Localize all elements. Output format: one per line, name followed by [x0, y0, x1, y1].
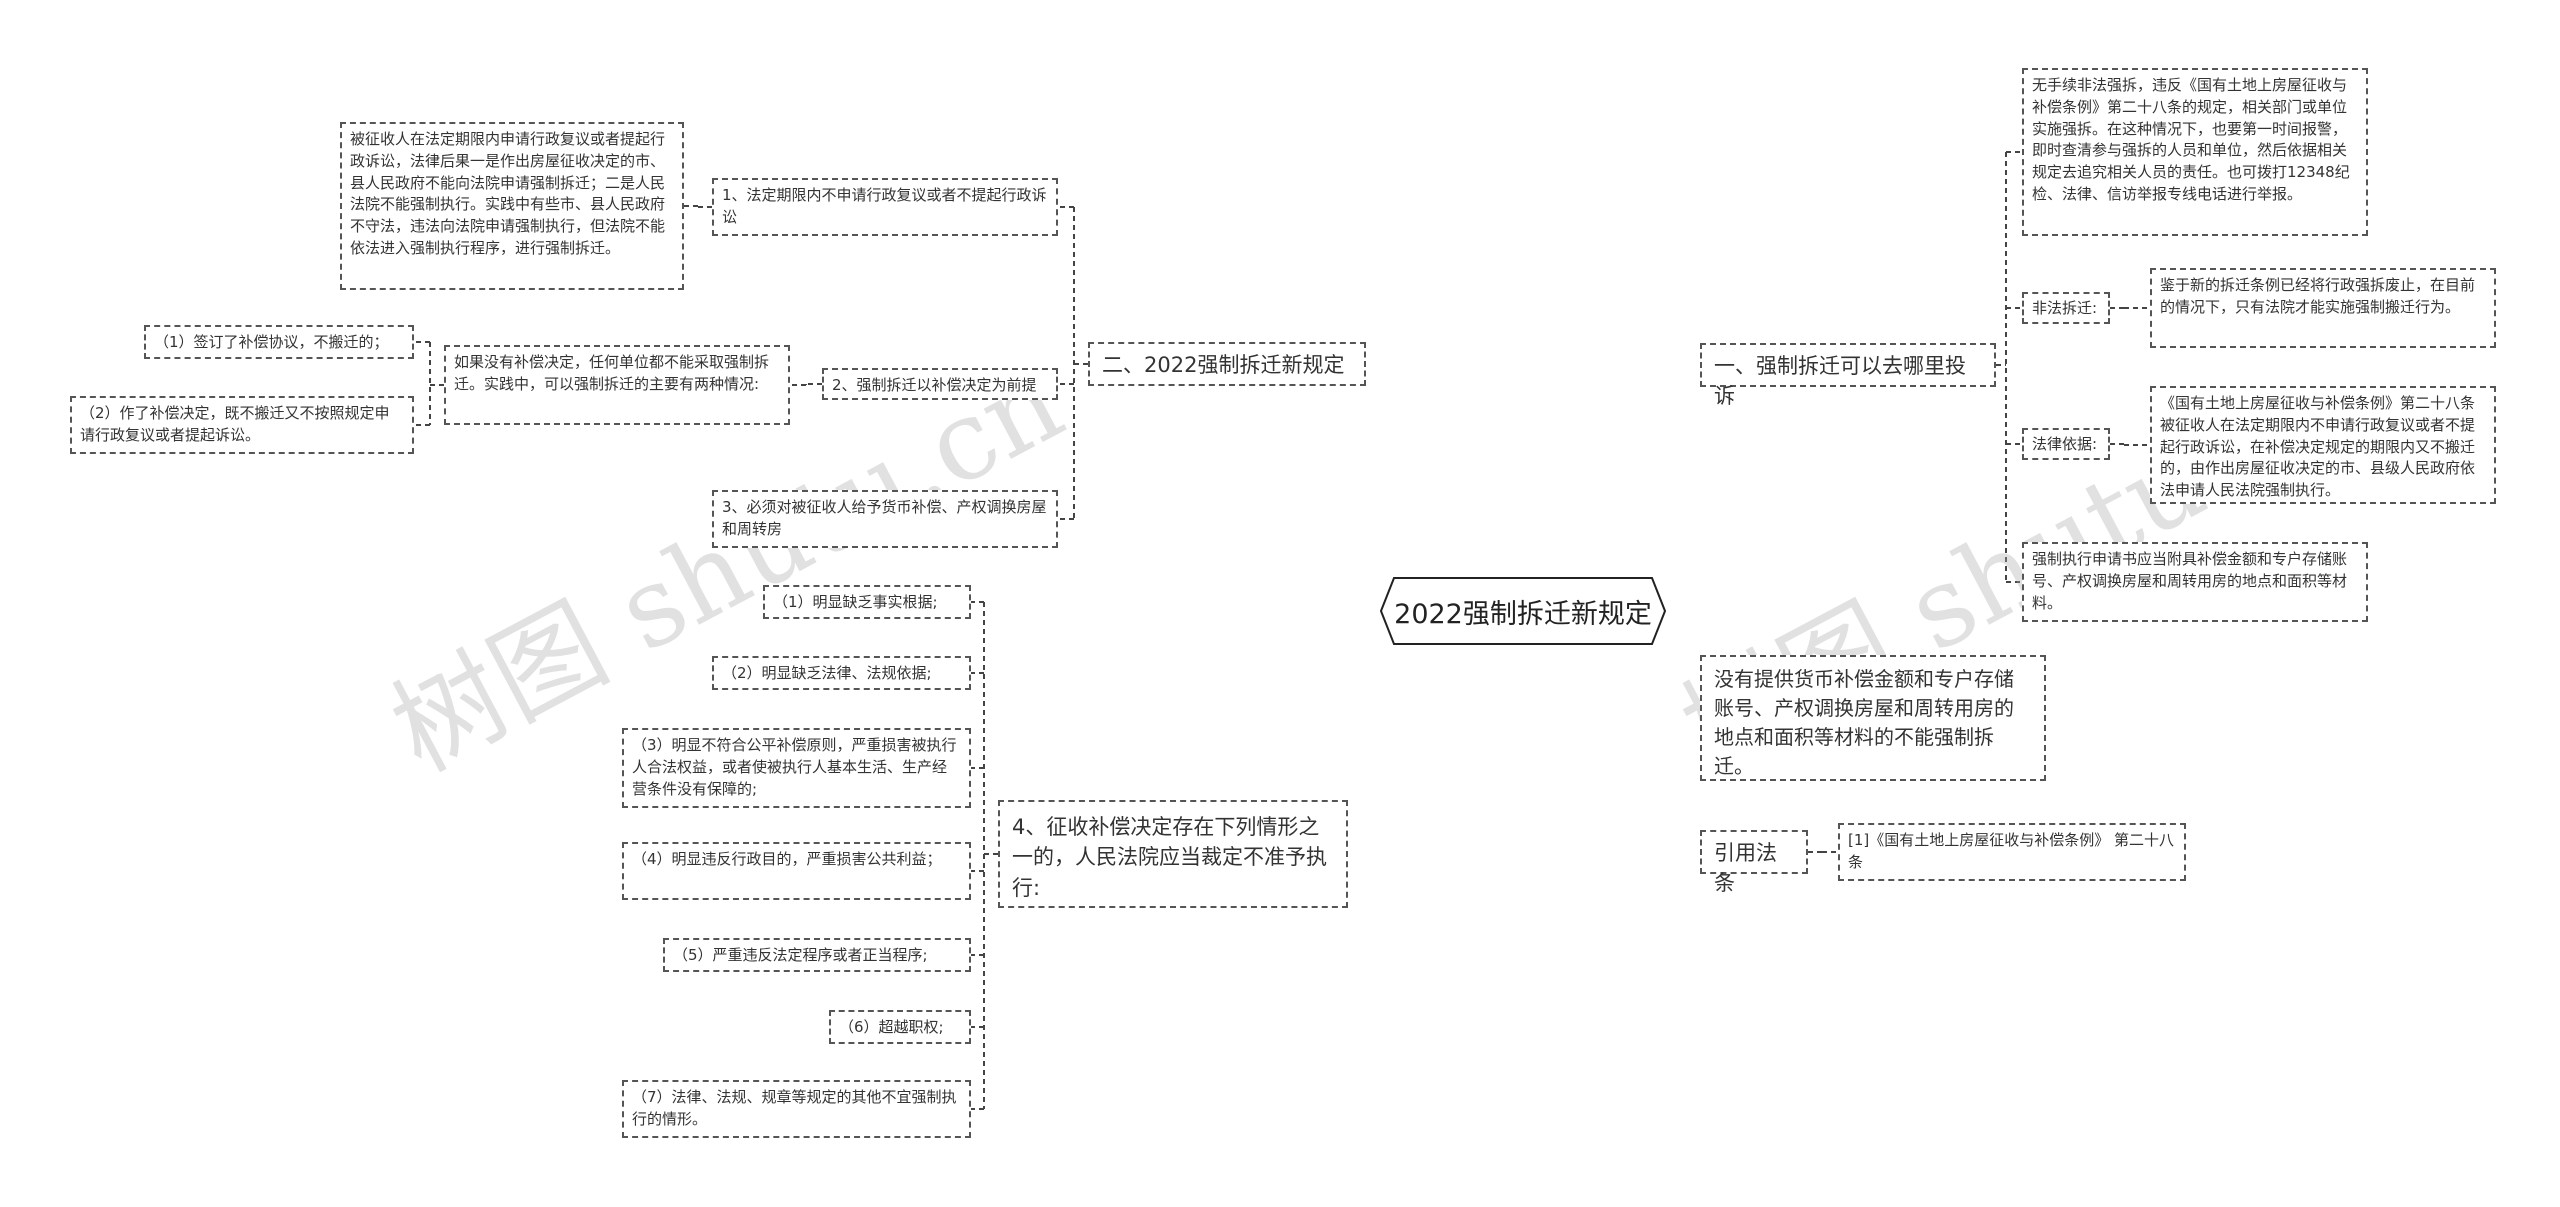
court-item-7[interactable]: （7）法律、法规、规章等规定的其他不宜强制执行的情形。	[622, 1080, 971, 1138]
court-item-1[interactable]: （1）明显缺乏事实根据;	[763, 585, 971, 619]
root-hexagon-shape	[1380, 577, 1666, 645]
rule-item-1-detail[interactable]: 被征收人在法定期限内申请行政复议或者提起行政诉讼，法律后果一是作出房屋征收决定的…	[340, 122, 684, 290]
court-item-2[interactable]: （2）明显缺乏法律、法规依据;	[712, 656, 971, 690]
rule-item-2-detail[interactable]: 如果没有补偿决定，任何单位都不能采取强制拆迁。实践中，可以强制拆迁的主要有两种情…	[444, 345, 790, 425]
illegal-demolition-text[interactable]: 鉴于新的拆迁条例已经将行政强拆废止，在目前的情况下，只有法院才能实施强制搬迁行为…	[2150, 268, 2496, 348]
branch-new-rules[interactable]: 二、2022强制拆迁新规定	[1088, 342, 1366, 386]
court-item-5[interactable]: （5）严重违反法定程序或者正当程序;	[663, 938, 971, 972]
court-item-6[interactable]: （6）超越职权;	[829, 1010, 971, 1044]
root-title: 2022强制拆迁新规定	[1394, 598, 1652, 630]
root-node[interactable]: 2022强制拆迁新规定	[1380, 577, 1666, 645]
application-materials-text[interactable]: 强制执行申请书应当附具补偿金额和专户存储账号、产权调换房屋和周转用房的地点和面积…	[2022, 542, 2368, 622]
rule-item-2[interactable]: 2、强制拆迁以补偿决定为前提	[822, 368, 1058, 400]
complaint-intro-text[interactable]: 无手续非法强拆，违反《国有土地上房屋征收与补偿条例》第二十八条的规定，相关部门或…	[2022, 68, 2368, 236]
legal-basis-text[interactable]: 《国有土地上房屋征收与补偿条例》第二十八条被征收人在法定期限内不申请行政复议或者…	[2150, 386, 2496, 504]
court-item-4[interactable]: （4）明显违反行政目的，严重损害公共利益；	[622, 842, 971, 900]
branch-court-refusal[interactable]: 4、征收补偿决定存在下列情形之一的，人民法院应当裁定不准予执行:	[998, 800, 1348, 908]
rule-item-2-case-2[interactable]: （2）作了补偿决定，既不搬迁又不按照规定申请行政复议或者提起诉讼。	[70, 396, 414, 454]
branch-complaint[interactable]: 一、强制拆迁可以去哪里投诉	[1700, 343, 1996, 408]
branch-citation[interactable]: 引用法条	[1700, 830, 1808, 895]
rule-item-1[interactable]: 1、法定期限内不申请行政复议或者不提起行政诉讼	[712, 178, 1058, 236]
court-item-3[interactable]: （3）明显不符合公平补偿原则，严重损害被执行人合法权益，或者使被执行人基本生活、…	[622, 728, 971, 808]
branch-no-account[interactable]: 没有提供货币补偿金额和专户存储账号、产权调换房屋和周转用房的地点和面积等材料的不…	[1700, 655, 2046, 781]
citation-reference[interactable]: [1]《国有土地上房屋征收与补偿条例》 第二十八条	[1838, 823, 2186, 881]
rule-item-3[interactable]: 3、必须对被征收人给予货币补偿、产权调换房屋和周转房	[712, 490, 1058, 548]
rule-item-2-case-1[interactable]: （1）签订了补偿协议，不搬迁的；	[144, 325, 414, 359]
legal-basis-label[interactable]: 法律依据:	[2022, 428, 2110, 460]
illegal-demolition-label[interactable]: 非法拆迁:	[2022, 292, 2110, 324]
